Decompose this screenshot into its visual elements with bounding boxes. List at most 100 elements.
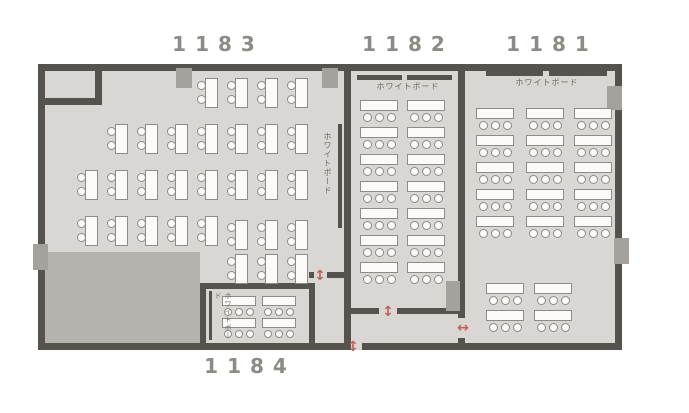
desk — [145, 170, 158, 200]
chair — [107, 141, 116, 150]
desk — [534, 283, 572, 294]
chair — [577, 121, 586, 130]
desk — [476, 216, 514, 227]
chair — [601, 229, 610, 238]
chair — [479, 229, 488, 238]
chair — [541, 202, 550, 211]
chair — [287, 173, 296, 182]
whiteboard-strip — [338, 124, 342, 228]
desk — [407, 100, 445, 111]
desk — [526, 162, 564, 173]
chair — [501, 323, 510, 332]
chair — [549, 323, 558, 332]
chair — [246, 308, 254, 316]
whiteboard-label-1182: ホワイトボード — [376, 82, 440, 91]
chair — [553, 148, 562, 157]
chair — [561, 296, 570, 305]
wall-segment — [95, 64, 102, 105]
chair — [286, 330, 294, 338]
chair — [77, 233, 86, 242]
chair — [589, 229, 598, 238]
desk — [222, 296, 256, 306]
chair — [577, 229, 586, 238]
chair — [167, 233, 176, 242]
chair — [137, 219, 146, 228]
desk — [526, 189, 564, 200]
chair — [434, 221, 443, 230]
chair — [410, 167, 419, 176]
chair — [264, 308, 272, 316]
desk — [115, 170, 128, 200]
wall-segment — [458, 64, 465, 318]
chair — [549, 296, 558, 305]
desk — [235, 124, 248, 154]
chair — [197, 233, 206, 242]
chair — [287, 271, 296, 280]
desk — [360, 127, 398, 138]
chair — [224, 308, 232, 316]
chair — [577, 148, 586, 157]
desk — [360, 208, 398, 219]
chair — [257, 81, 266, 90]
chair — [529, 175, 538, 184]
chair — [589, 202, 598, 211]
wall-segment — [309, 272, 314, 278]
chair — [257, 223, 266, 232]
chair — [410, 194, 419, 203]
chair — [257, 187, 266, 196]
whiteboard-strip — [209, 291, 212, 340]
desk — [476, 189, 514, 200]
chair — [434, 113, 443, 122]
chair — [363, 248, 372, 257]
chair — [167, 219, 176, 228]
desk — [526, 216, 564, 227]
chair — [235, 308, 243, 316]
desk — [407, 181, 445, 192]
wall-segment — [200, 283, 315, 289]
chair — [264, 330, 272, 338]
chair — [387, 167, 396, 176]
wall-segment — [309, 283, 315, 350]
room-label-1184: 1184 — [204, 354, 296, 378]
chair — [513, 323, 522, 332]
chair — [601, 148, 610, 157]
chair — [197, 127, 206, 136]
chair — [503, 175, 512, 184]
desk — [407, 127, 445, 138]
chair — [107, 173, 116, 182]
desk — [265, 220, 278, 250]
chair — [137, 127, 146, 136]
whiteboard-label-1181: ホワイトボード — [515, 78, 579, 87]
desk — [360, 181, 398, 192]
chair — [410, 140, 419, 149]
wall-segment — [397, 308, 458, 314]
desk — [486, 283, 524, 294]
chair — [503, 202, 512, 211]
chair — [287, 141, 296, 150]
chair — [479, 121, 488, 130]
desk — [295, 254, 308, 284]
desk — [360, 100, 398, 111]
chair — [529, 229, 538, 238]
chair — [553, 229, 562, 238]
wall-segment — [200, 283, 206, 350]
door-arrow-icon: ↕ — [382, 304, 394, 320]
whiteboard-strip — [486, 71, 543, 76]
door-arrow-icon: ↕ — [314, 268, 326, 284]
door-arrow-icon: ↕ — [347, 339, 359, 355]
desk — [205, 170, 218, 200]
chair — [601, 121, 610, 130]
desk — [295, 170, 308, 200]
pillar — [446, 281, 460, 311]
chair — [601, 175, 610, 184]
chair — [491, 229, 500, 238]
room-label-1183: 1183 — [172, 32, 264, 56]
chair — [257, 173, 266, 182]
wall-segment — [38, 64, 622, 71]
chair — [491, 175, 500, 184]
chair — [286, 308, 294, 316]
chair — [197, 187, 206, 196]
chair — [422, 221, 431, 230]
chair — [434, 140, 443, 149]
desk — [205, 124, 218, 154]
